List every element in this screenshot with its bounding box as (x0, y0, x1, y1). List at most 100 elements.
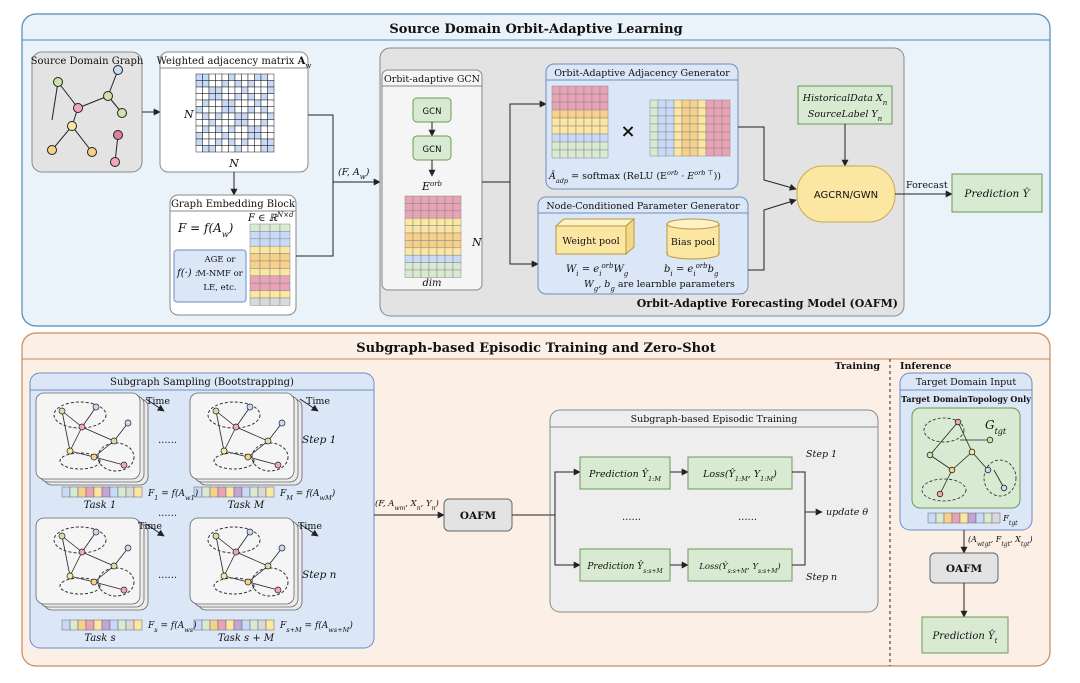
orbit-embedding-cell (436, 225, 446, 234)
task-graph-edge (61, 535, 71, 577)
orbit-embedding-cell (412, 210, 422, 219)
embedding-cell (279, 245, 291, 254)
embedding-cell (269, 282, 281, 291)
adjacency-cell (267, 125, 275, 133)
adj-left-cell (591, 133, 601, 143)
orbit-embedding-matrix (404, 195, 462, 278)
adj-left-cell (575, 109, 585, 119)
task-graph-node (58, 407, 66, 415)
adjacency-cell (247, 99, 255, 107)
adj-left-cell (559, 109, 569, 119)
adj-left-cell (575, 133, 585, 143)
orbit-embedding-cell (404, 225, 414, 234)
loss-step-n-label: Loss(Ŷs:s+M, Ys:s+M) (698, 560, 780, 575)
adjacency-cell (195, 112, 203, 120)
adj-right-cell (665, 107, 675, 117)
b-formula: bi = eiorbbg (664, 262, 719, 278)
adj-right-cell (649, 147, 659, 157)
adj-left-cell (567, 85, 577, 95)
embedding-cell (259, 282, 271, 291)
task-graph-edge (93, 565, 115, 583)
adjacency-cell (254, 99, 262, 107)
adjacency-cell (208, 138, 216, 146)
prediction-step-n-box (579, 548, 671, 582)
orbit-embedding-cell (436, 262, 446, 271)
feature-cell (85, 619, 95, 631)
orbit-embedding-cell (452, 203, 462, 212)
adj-left-cell (551, 149, 561, 159)
embed-formula: F = f(Aw) (177, 221, 234, 239)
adj-right-cell (649, 107, 659, 117)
orbit-embedding-cell (420, 232, 430, 241)
training-label: Training (835, 361, 881, 372)
orbit-embedding-cell (404, 247, 414, 256)
adjacency-cell (247, 119, 255, 127)
orbit-embedding-cell (420, 195, 430, 204)
loss-step-1-label: Loss(Ŷ1:M, Y1:M) (702, 468, 777, 483)
episodic-dots-2: ...... (738, 512, 757, 523)
feature-cell (233, 486, 243, 498)
adjacency-cell (241, 93, 249, 101)
feature-cell (69, 486, 79, 498)
adj-right-cell (673, 139, 683, 149)
orbit-embedding-cell (412, 225, 422, 234)
orbit-embedding-cell (452, 254, 462, 263)
task-graph-edge (223, 575, 249, 583)
task-graph-edge (215, 410, 225, 452)
task-graph-node (212, 532, 220, 540)
task-graph-edge (235, 531, 251, 553)
adjacency-cell (215, 99, 223, 107)
adj-right-cell (713, 147, 723, 157)
input-tuple-label: (F, Awm, Xn, Yn) (375, 498, 439, 512)
orbit-embedding-cell (428, 217, 438, 226)
orbit-embedding-cell (444, 232, 454, 241)
adjacency-cell (195, 73, 203, 81)
adjacency-cell (208, 112, 216, 120)
task-graph-edge (235, 551, 269, 567)
task-graph-node (246, 403, 254, 411)
adjacency-cell (221, 73, 229, 81)
orbit-embedding-cell (428, 210, 438, 219)
adjacency-cell (241, 138, 249, 146)
connector-matrix-embed (296, 114, 334, 257)
task-graph-edge (235, 406, 251, 428)
feature-strips (61, 486, 275, 631)
embedding-cell (249, 282, 261, 291)
adjacency-cell (208, 119, 216, 127)
adj-right-cell (689, 147, 699, 157)
adj-left-cell (551, 93, 561, 103)
adjacency-cell (234, 132, 242, 140)
adj-left-cell (599, 109, 609, 119)
adj-left-cell (583, 85, 593, 95)
embed-space: F ∈ ℝN×d (247, 211, 294, 224)
adjacency-cell (234, 73, 242, 81)
orbit-embedding-cell (420, 254, 430, 263)
weight-pool-label: Weight pool (562, 236, 619, 247)
orbit-embedding-cell (436, 203, 446, 212)
adjacency-cell (254, 112, 262, 120)
task-graph-node (232, 548, 240, 556)
embedding-cell (279, 282, 291, 291)
adjacency-cell (247, 145, 255, 153)
target-feature-cell (951, 512, 961, 524)
task-graph-node (90, 453, 98, 461)
task-graph-node (66, 572, 74, 580)
task-graph-edge (215, 535, 237, 553)
embedding-cell (249, 231, 261, 240)
adjacency-grid (195, 73, 275, 153)
adjacency-cell (260, 138, 268, 146)
embedding-cell (249, 290, 261, 299)
feature-cell (117, 486, 127, 498)
task-graph-node (220, 572, 228, 580)
prediction-label: Prediction Ŷ (963, 186, 1030, 200)
orbit-embedding-cell (420, 247, 430, 256)
embedding-cell (279, 260, 291, 269)
target-domain-title: Target Domain Input (916, 377, 1017, 388)
feature-cell (241, 486, 251, 498)
adj-right-cell (665, 123, 675, 133)
adjacency-cell (195, 93, 203, 101)
feature-cell (61, 619, 71, 631)
orbit-embedding-cell (404, 269, 414, 278)
embedding-cell (259, 290, 271, 299)
